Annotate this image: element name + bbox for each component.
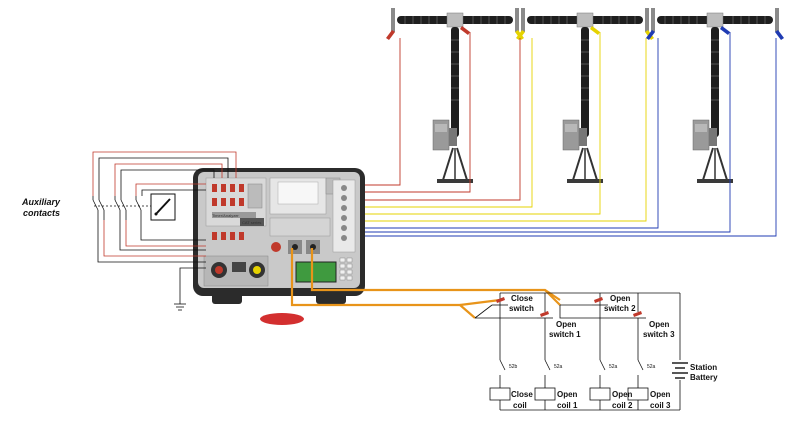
test-instrument: Timer/Analyzer CAT series: [193, 168, 365, 325]
breaker-pole-2: [520, 7, 650, 184]
switch-label-open1-1: Open: [556, 320, 577, 329]
coil-label-close-1: Close: [511, 390, 533, 399]
coil-label-open2-1: Open: [612, 390, 633, 399]
coil-label-open1-1: Open: [557, 390, 578, 399]
switch-label-open2-1: Open: [610, 294, 631, 303]
coil-label-open3-1: Open: [650, 390, 671, 399]
coil-label-open3-2: coil 3: [650, 401, 671, 410]
breaker-handle: [150, 193, 176, 221]
trigger-clips: [496, 297, 642, 317]
breaker-pole-1: [390, 7, 520, 184]
aux-label-line2: contacts: [23, 208, 60, 218]
device-model: CAT series: [242, 220, 261, 225]
aux-label-line1: Auxiliary: [21, 197, 61, 207]
coil-label-open1-2: coil 1: [557, 401, 578, 410]
switch-label-open2-2: switch 2: [604, 304, 636, 313]
contact-label-1: 52b: [509, 364, 518, 370]
coil-label-open2-2: coil 2: [612, 401, 633, 410]
contact-label-4: 52a: [647, 364, 656, 370]
contact-label-2: 52a: [554, 364, 563, 370]
pole-wiring: [355, 32, 777, 237]
switch-label-open3-1: Open: [649, 320, 670, 329]
coil-label-close-2: coil: [513, 401, 527, 410]
coils: [489, 387, 649, 401]
breaker-pole-3: [650, 7, 780, 184]
switch-label-close-1: Close: [511, 294, 533, 303]
switch-label-open1-2: switch 1: [549, 330, 581, 339]
switch-label-close-2: switch: [509, 304, 534, 313]
contact-label-3: 52a: [609, 364, 618, 370]
trigger-cables: [290, 248, 561, 319]
battery-label-1: Station: [690, 363, 717, 372]
device-panel-text: Timer/Analyzer: [212, 213, 239, 218]
switch-label-open3-2: switch 3: [643, 330, 675, 339]
auxiliary-contacts: [92, 151, 237, 311]
terminal-clips: [386, 26, 784, 40]
control-circuit: [474, 292, 688, 411]
battery-label-2: Battery: [690, 373, 718, 382]
